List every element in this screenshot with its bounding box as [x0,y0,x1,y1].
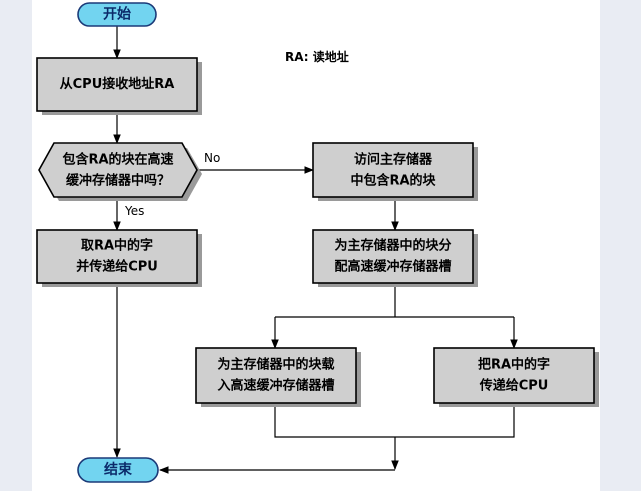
load-node: 为主存储器中的块载 入高速缓冲存储器槽 [195,347,361,407]
fetch-label-line1: 取RA中的字 [81,238,153,254]
load-label-line2: 入高速缓冲存储器槽 [217,378,334,394]
allocate-label-line2: 配高速缓冲存储器槽 [334,259,451,275]
fetch-node: 取RA中的字 并传递给CPU [36,229,202,287]
allocate-node: 为主存储器中的块分 配高速缓冲存储器槽 [312,229,478,287]
decision-node: 包含RA的块在高速 缓冲存储器中吗？ [38,142,202,201]
access-label-line2: 中包含RA的块 [350,173,436,189]
receive-node: 从CPU接收地址RA [36,57,202,115]
load-label-line1: 为主存储器中的块载 [217,357,334,373]
end-label: 结束 [104,461,133,478]
end-node: 结束 [77,457,159,483]
decision-label-line1: 包含RA的块在高速 [62,152,173,168]
deliver-node: 把RA中的字 传递给CPU [433,347,599,407]
access-label-line1: 访问主存储器 [354,152,433,168]
start-node: 开始 [77,2,157,27]
connectors [113,26,518,474]
yes-edge-label: Yes [124,204,144,218]
allocate-label-line1: 为主存储器中的块分 [334,238,451,254]
deliver-label-line1: 把RA中的字 [478,357,550,373]
deliver-label-line2: 传递给CPU [479,378,549,394]
no-edge-label: No [204,151,220,165]
receive-label: 从CPU接收地址RA [60,76,175,92]
edge-load-merge [274,403,515,438]
start-label: 开始 [103,6,131,23]
access-node: 访问主存储器 中包含RA的块 [312,142,478,201]
fetch-label-line2: 并传递给CPU [76,259,158,275]
legend-note: RA: 读地址 [285,49,349,64]
decision-label-line2: 缓冲存储器中吗？ [66,173,170,189]
